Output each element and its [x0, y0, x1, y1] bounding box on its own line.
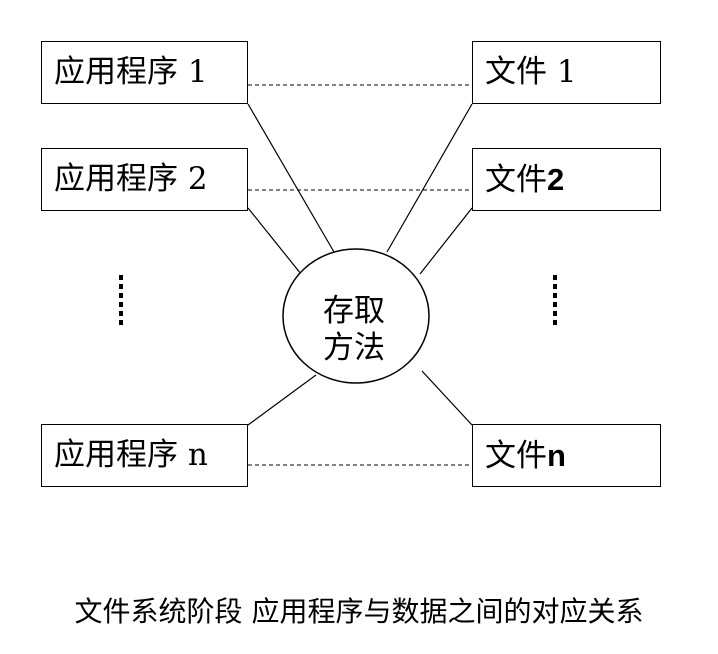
access-method-ellipse — [282, 248, 430, 384]
line-appn-method — [247, 374, 317, 426]
access-method-line2: 方法 — [323, 330, 385, 366]
line-file2-method — [419, 207, 473, 275]
file-prefix-n: 文件 — [485, 437, 547, 474]
line-filen-method — [421, 370, 473, 426]
line-app1-method — [247, 103, 335, 253]
access-method-line1: 存取 — [323, 292, 385, 329]
vertical-ellipsis-right — [553, 275, 557, 335]
file-suffix-1: 1 — [556, 54, 577, 90]
file-suffix-n: n — [547, 437, 566, 473]
app-label-n: 应用程序 n — [54, 437, 208, 473]
file-prefix-2: 文件 — [485, 161, 547, 198]
file-label-1: 文件 1 — [485, 57, 577, 88]
vertical-ellipsis-left — [119, 275, 123, 335]
file-box-2: 文件2 — [472, 148, 661, 211]
file-label-n: 文件n — [485, 440, 566, 472]
app-box-1: 应用程序 1 — [41, 41, 248, 104]
app-box-n: 应用程序 n — [41, 424, 248, 487]
app-label-1: 应用程序 1 — [54, 54, 208, 90]
app-box-2: 应用程序 2 — [41, 148, 248, 211]
file-box-1: 文件 1 — [472, 41, 661, 104]
file-prefix-1: 文件 — [485, 54, 557, 90]
diagram-caption: 文件系统阶段 应用程序与数据之间的对应关系 — [74, 595, 644, 628]
app-label-2: 应用程序 2 — [54, 161, 208, 197]
line-file1-method — [386, 103, 473, 253]
file-label-2: 文件2 — [485, 164, 564, 196]
line-app2-method — [247, 207, 302, 275]
file-box-n: 文件n — [472, 424, 661, 487]
access-method-label: 存取 方法 — [284, 275, 424, 385]
file-suffix-2: 2 — [547, 161, 565, 197]
